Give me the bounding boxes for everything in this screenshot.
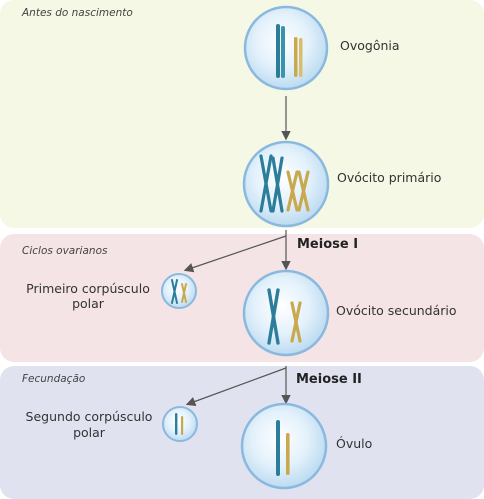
label-ovocito-secundario: Ovócito secundário (336, 303, 457, 318)
label-segundo-corpusculo-line1: Segundo corpúsculo (26, 409, 153, 424)
panel-fecundacao (0, 366, 484, 499)
label-segundo-corpusculo-line2: polar (73, 425, 106, 440)
panel-title-antes: Antes do nascimento (21, 7, 133, 19)
cell-ovogonia (243, 5, 329, 91)
label-primeiro-corpusculo-line2: polar (72, 296, 105, 311)
label-ovocito-primario: Ovócito primário (337, 170, 441, 185)
arrow-secundario-to-corpusculo2 (185, 367, 287, 407)
cell-ovocito-secundario (242, 269, 330, 357)
panel-antes-do-nascimento (0, 0, 484, 228)
label-ovogonia: Ovogônia (340, 38, 400, 53)
label-meiose-1: Meiose I (297, 237, 358, 252)
arrow-primario-to-corpusculo1 (183, 235, 287, 273)
panel-title-ciclos: Ciclos ovarianos (22, 245, 108, 257)
panel-ciclos-ovarianos (0, 234, 484, 362)
label-ovulo: Óvulo (336, 436, 372, 451)
label-meiose-2: Meiose II (296, 372, 362, 387)
cell-ovulo (240, 402, 328, 490)
cell-ovocito-primario (242, 140, 330, 228)
label-primeiro-corpusculo-line1: Primeiro corpúsculo (26, 281, 150, 296)
cell-segundo-corpusculo-polar (162, 406, 198, 442)
cell-primeiro-corpusculo-polar (161, 273, 197, 309)
panel-title-fecundacao: Fecundação (22, 373, 85, 385)
